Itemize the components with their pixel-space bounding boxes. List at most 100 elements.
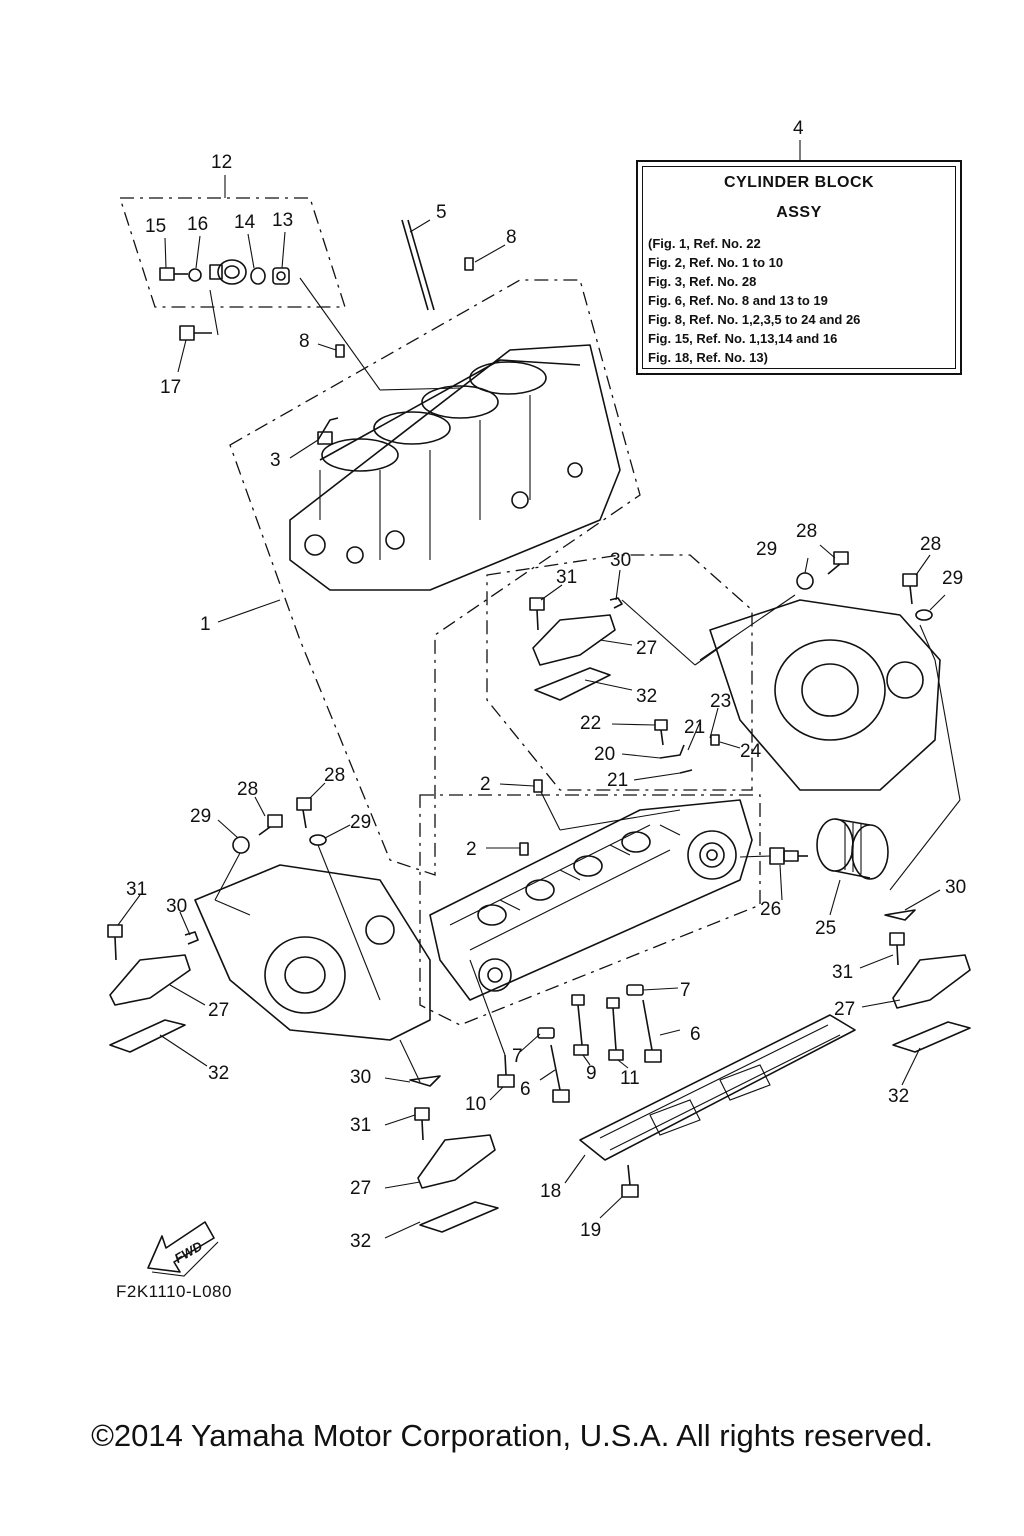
hose-fitting-3 [317, 417, 339, 445]
washer-29-b [915, 609, 933, 621]
assy-ref-line: Fig. 18, Ref. No. 13) [648, 350, 768, 365]
callout-31-c: 31 [832, 962, 853, 983]
cover-27-c [417, 1134, 496, 1189]
callout-16: 16 [187, 214, 208, 235]
callout-17: 17 [160, 377, 181, 398]
group-12-parts [159, 259, 290, 341]
o-ring-14 [250, 267, 266, 285]
bolt-28-b [902, 573, 918, 605]
callout-32-a: 32 [636, 686, 657, 707]
nut-7-left [537, 1027, 555, 1039]
bolt-6-left [550, 1044, 570, 1103]
leader-lines [117, 140, 961, 1239]
cover-set-upper [529, 597, 623, 701]
copyright-notice: ©2014 Yamaha Motor Corporation, U.S.A. A… [91, 1418, 933, 1453]
callout-21-b: 21 [607, 770, 628, 791]
oil-filter-25 [816, 818, 889, 880]
callout-12: 12 [211, 152, 232, 173]
callout-5: 5 [436, 202, 447, 223]
gasket-32-a [534, 667, 611, 701]
callout-29-lower-b: 29 [350, 812, 371, 833]
pipe-20 [659, 744, 685, 759]
callout-28-upper-a: 28 [796, 521, 817, 542]
callout-27-c: 27 [834, 999, 855, 1020]
dowel-8-upper [464, 257, 474, 271]
cover-set-right [884, 909, 971, 1053]
cylinder-assy-boundary [486, 554, 753, 791]
fwd-label: FWD [172, 1238, 206, 1266]
cylinder-bore-4 [469, 361, 547, 395]
assy-ref-line: Fig. 2, Ref. No. 1 to 10 [648, 255, 784, 270]
callout-27-d: 27 [350, 1178, 371, 1199]
callout-14: 14 [234, 212, 256, 233]
group-12-boundary [119, 197, 346, 308]
bolt-31-b [107, 924, 123, 961]
callout-30-d: 30 [350, 1067, 371, 1088]
callout-2-lower: 2 [466, 839, 477, 860]
callout-30-a: 30 [610, 550, 631, 571]
callout-29-lower-a: 29 [190, 806, 211, 827]
clip-21 [679, 769, 693, 774]
callout-20: 20 [594, 744, 615, 765]
dowel-8-left [335, 344, 345, 358]
oil-filter-mount [687, 830, 737, 880]
callout-32-d: 32 [350, 1231, 371, 1252]
bushing [209, 259, 247, 285]
callout-4: 4 [793, 118, 804, 139]
callout-6-left: 6 [520, 1079, 531, 1100]
callout-28-lower-a: 28 [237, 779, 258, 800]
gasket-32-d [892, 1021, 971, 1053]
union-bolt-26 [769, 847, 808, 865]
callout-15: 15 [145, 216, 166, 237]
assy-title-line2: ASSY [776, 204, 822, 221]
cover-set-bottom [409, 1075, 499, 1233]
bolt-31-c [414, 1107, 430, 1141]
crankcase-boundary [419, 794, 761, 1026]
bolt-28-d [296, 797, 312, 829]
callout-29-upper-a: 29 [756, 539, 777, 560]
callout-3: 3 [270, 450, 281, 471]
assy-box-inner-frame [642, 166, 956, 369]
washer-29-d [309, 834, 327, 846]
callout-9: 9 [586, 1063, 597, 1084]
left-housing [194, 864, 431, 1041]
callout-30-b: 30 [166, 896, 187, 917]
callout-23: 23 [710, 691, 731, 712]
callout-28-lower-b: 28 [324, 765, 345, 786]
assy-reference-list: (Fig. 1, Ref. No. 22 Fig. 2, Ref. No. 1 … [648, 234, 860, 367]
bolt-15 [159, 267, 188, 281]
cover-27-b [109, 954, 191, 1006]
clip-30-d [884, 909, 916, 921]
washer-29-a [796, 572, 814, 590]
callout-18: 18 [540, 1181, 561, 1202]
cover-27-d [892, 954, 971, 1009]
callout-27-a: 27 [636, 638, 657, 659]
bolt-31-a [529, 597, 545, 631]
assy-ref-line: Fig. 15, Ref. No. 1,13,14 and 16 [648, 331, 838, 346]
callout-11: 11 [620, 1068, 640, 1089]
callout-30-c: 30 [945, 877, 966, 898]
bolt-9 [571, 994, 589, 1056]
plug-23 [710, 734, 720, 746]
assy-title-line1: CYLINDER BLOCK [723, 174, 875, 191]
assy-ref-line: Fig. 3, Ref. No. 28 [648, 274, 757, 289]
assy-ref-line: Fig. 6, Ref. No. 8 and 13 to 19 [648, 293, 828, 308]
dowel-2-upper [533, 779, 543, 793]
stud-and-dowels [335, 219, 543, 856]
cylinder-bore-2 [373, 411, 451, 445]
assy-ref-line: Fig. 8, Ref. No. 1,2,3,5 to 24 and 26 [648, 312, 861, 327]
bolt-6-right [642, 999, 662, 1063]
callout-22: 22 [580, 713, 601, 734]
nut-7-right [626, 984, 644, 996]
callout-29-upper-b: 29 [942, 568, 963, 589]
right-housing [709, 599, 941, 791]
callout-27-b: 27 [208, 1000, 229, 1021]
bolt-28-c [258, 814, 283, 836]
fwd-arrow-icon: FWD [147, 1221, 219, 1277]
callout-32-c: 32 [888, 1086, 909, 1107]
dowel-2-lower [519, 842, 529, 856]
assy-ref-line: (Fig. 1, Ref. No. 22 [648, 236, 761, 251]
callout-7-right: 7 [680, 980, 691, 1001]
washer-29-c [232, 836, 250, 854]
